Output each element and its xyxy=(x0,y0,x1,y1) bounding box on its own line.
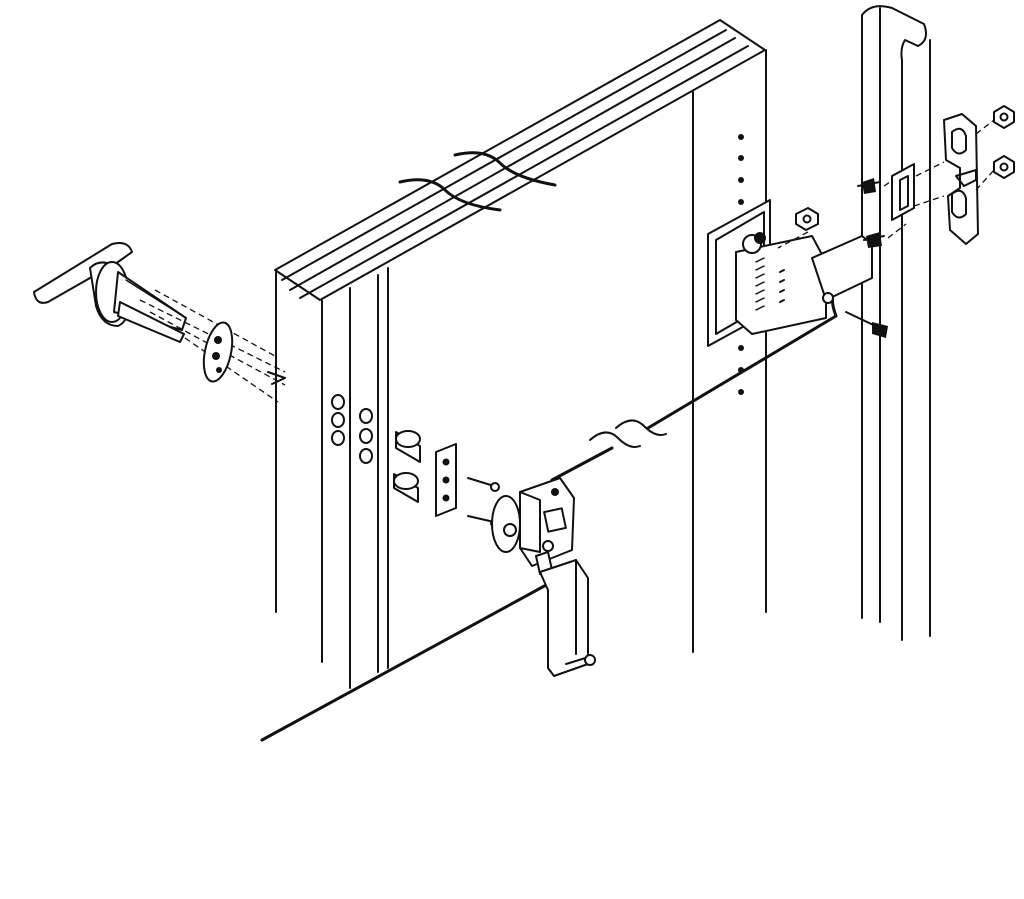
door-post xyxy=(861,5,931,641)
strike-plate xyxy=(891,163,915,221)
latch-assembly xyxy=(491,477,575,575)
hex-nuts xyxy=(975,105,1015,191)
keeper xyxy=(913,113,979,245)
t-handle xyxy=(33,242,187,343)
post-screws xyxy=(845,173,907,338)
hinge-bracket xyxy=(707,199,873,347)
backplate xyxy=(435,443,457,517)
door-frame xyxy=(267,19,766,689)
floor-line xyxy=(260,582,550,742)
connecting-rod xyxy=(550,290,838,482)
bolt-guide xyxy=(539,559,596,677)
jamb-holes xyxy=(331,394,373,464)
spacer-tubes xyxy=(393,430,421,503)
door-edge xyxy=(692,49,767,653)
handle-escutcheon xyxy=(202,321,234,383)
